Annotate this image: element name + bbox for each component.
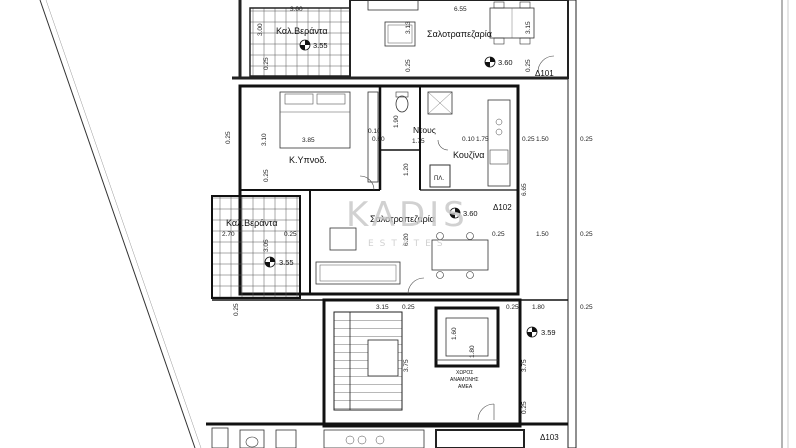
- level-marker-living-top: 3.60: [484, 56, 513, 68]
- room-label-veranda-mid: Καλ.Βεράντα: [226, 218, 278, 228]
- svg-text:1.75: 1.75: [412, 138, 425, 145]
- apartment-label-d102: Δ102: [493, 203, 512, 212]
- watermark-subtitle: ESTATES: [368, 239, 449, 249]
- svg-text:1.80: 1.80: [532, 304, 545, 311]
- svg-text:3.75: 3.75: [403, 359, 410, 372]
- svg-text:0.25: 0.25: [402, 304, 415, 311]
- svg-text:6.55: 6.55: [454, 6, 467, 13]
- disabled-waiting-area-label-1: ΧΩΡΟΣ: [456, 370, 473, 376]
- svg-text:3.75: 3.75: [521, 359, 528, 372]
- svg-text:0.25: 0.25: [405, 59, 412, 72]
- apartment-d102: Κ.Υπνοδ. Ντους Κουζίνα ΠΛ. Καλ.Βεράντα Σ…: [211, 84, 593, 299]
- svg-text:3.59: 3.59: [541, 328, 556, 337]
- svg-text:0.25: 0.25: [525, 59, 532, 72]
- svg-text:3.55: 3.55: [313, 41, 328, 50]
- svg-text:3.15: 3.15: [525, 21, 532, 34]
- svg-text:0.25: 0.25: [506, 304, 519, 311]
- room-label-veranda-top: Καλ.Βεράντα: [276, 26, 328, 36]
- svg-text:0.25: 0.25: [580, 231, 593, 238]
- svg-text:3.13: 3.13: [405, 21, 412, 34]
- svg-text:0.25: 0.25: [263, 169, 270, 182]
- shower-tray: [427, 91, 453, 115]
- apartment-d103: Δ103: [206, 422, 568, 448]
- svg-text:1.20: 1.20: [403, 163, 410, 176]
- svg-text:3.60: 3.60: [498, 58, 513, 67]
- watermark-logo: KADIS ESTATES: [346, 195, 469, 249]
- level-marker-veranda-top: 3.55: [299, 39, 328, 51]
- svg-text:1.50: 1.50: [536, 231, 549, 238]
- level-marker-veranda-mid: 3.55: [264, 256, 294, 268]
- svg-text:0.25: 0.25: [492, 231, 505, 238]
- storage-closet: [429, 164, 451, 188]
- boundary-line-left-2: [45, 0, 202, 448]
- watermark-brand: KADIS: [346, 195, 469, 235]
- apartment-label-d103: Δ103: [540, 433, 559, 442]
- bed: [279, 91, 351, 149]
- room-label-kitchen: Κουζίνα: [453, 150, 485, 160]
- room-label-living-top: Σαλοτραπεζαρία: [427, 29, 492, 39]
- svg-text:0.60: 0.60: [372, 136, 385, 143]
- svg-text:0.10: 0.10: [368, 128, 381, 135]
- level-marker-landing: 3.59: [526, 326, 556, 338]
- room-label-living-mid: Σαλοτραπεζαρία: [370, 214, 435, 224]
- disabled-waiting-area-label-2: ΑΝΑΜΟΝΗΣ: [450, 377, 479, 383]
- svg-text:3.10: 3.10: [261, 133, 268, 146]
- svg-text:0.25: 0.25: [233, 303, 240, 316]
- svg-text:0.25: 0.25: [284, 231, 297, 238]
- svg-text:3.55: 3.55: [279, 258, 294, 267]
- svg-text:3.85: 3.85: [302, 137, 315, 144]
- apartment-d101: Καλ.Βεράντα Σαλοτραπεζαρία Δ101 3.55 3.6…: [232, 0, 569, 80]
- svg-text:1.90: 1.90: [393, 115, 400, 128]
- svg-text:6.65: 6.65: [521, 183, 528, 196]
- veranda-top-area: [249, 7, 351, 77]
- svg-text:1.80: 1.80: [469, 345, 476, 358]
- toilet: [395, 95, 409, 113]
- elevator-cabin: [445, 317, 489, 357]
- apartment-label-d101: Δ101: [535, 69, 554, 78]
- armchair-mid: [329, 227, 357, 251]
- boundary-line-left: [39, 0, 196, 448]
- elevator-shaft: [434, 306, 500, 368]
- right-wall-band: [567, 0, 577, 448]
- svg-text:3.15: 3.15: [376, 304, 389, 311]
- sofa-top: [384, 21, 416, 47]
- kitchen-counter: [487, 99, 511, 187]
- svg-text:2.70: 2.70: [222, 231, 235, 238]
- svg-text:0.25: 0.25: [580, 136, 593, 143]
- svg-text:3.00: 3.00: [257, 23, 264, 36]
- svg-text:0.25: 0.25: [522, 136, 535, 143]
- svg-text:0.25: 0.25: [580, 304, 593, 311]
- svg-text:1.60: 1.60: [451, 327, 458, 340]
- svg-text:0.10: 0.10: [462, 136, 475, 143]
- veranda-mid-area: [211, 195, 301, 299]
- room-label-storage: ΠΛ.: [434, 176, 444, 182]
- svg-text:3.05: 3.05: [263, 239, 270, 252]
- svg-text:0.25: 0.25: [521, 401, 528, 414]
- level-marker-living-mid: 3.60: [449, 207, 478, 219]
- svg-text:6.20: 6.20: [403, 233, 410, 246]
- svg-text:3.60: 3.60: [463, 209, 478, 218]
- dining-table-mid: [431, 239, 489, 271]
- room-label-shower: Ντους: [413, 125, 436, 135]
- room-label-bedroom: Κ.Υπνοδ.: [289, 155, 327, 165]
- svg-text:0.25: 0.25: [263, 57, 270, 70]
- svg-text:1.50: 1.50: [536, 136, 549, 143]
- wardrobe: [367, 91, 379, 183]
- svg-text:0.25: 0.25: [225, 131, 232, 144]
- disabled-waiting-area-label-3: ΑΜΕΑ: [458, 384, 473, 390]
- stair-core: ΧΩΡΟΣ ΑΝΑΜΟΝΗΣ ΑΜΕΑ 3.59 0.25 3.15 0.25 …: [212, 298, 593, 428]
- svg-text:1.75: 1.75: [476, 136, 489, 143]
- svg-text:3.00: 3.00: [290, 6, 303, 13]
- sofa-mid: [315, 261, 401, 285]
